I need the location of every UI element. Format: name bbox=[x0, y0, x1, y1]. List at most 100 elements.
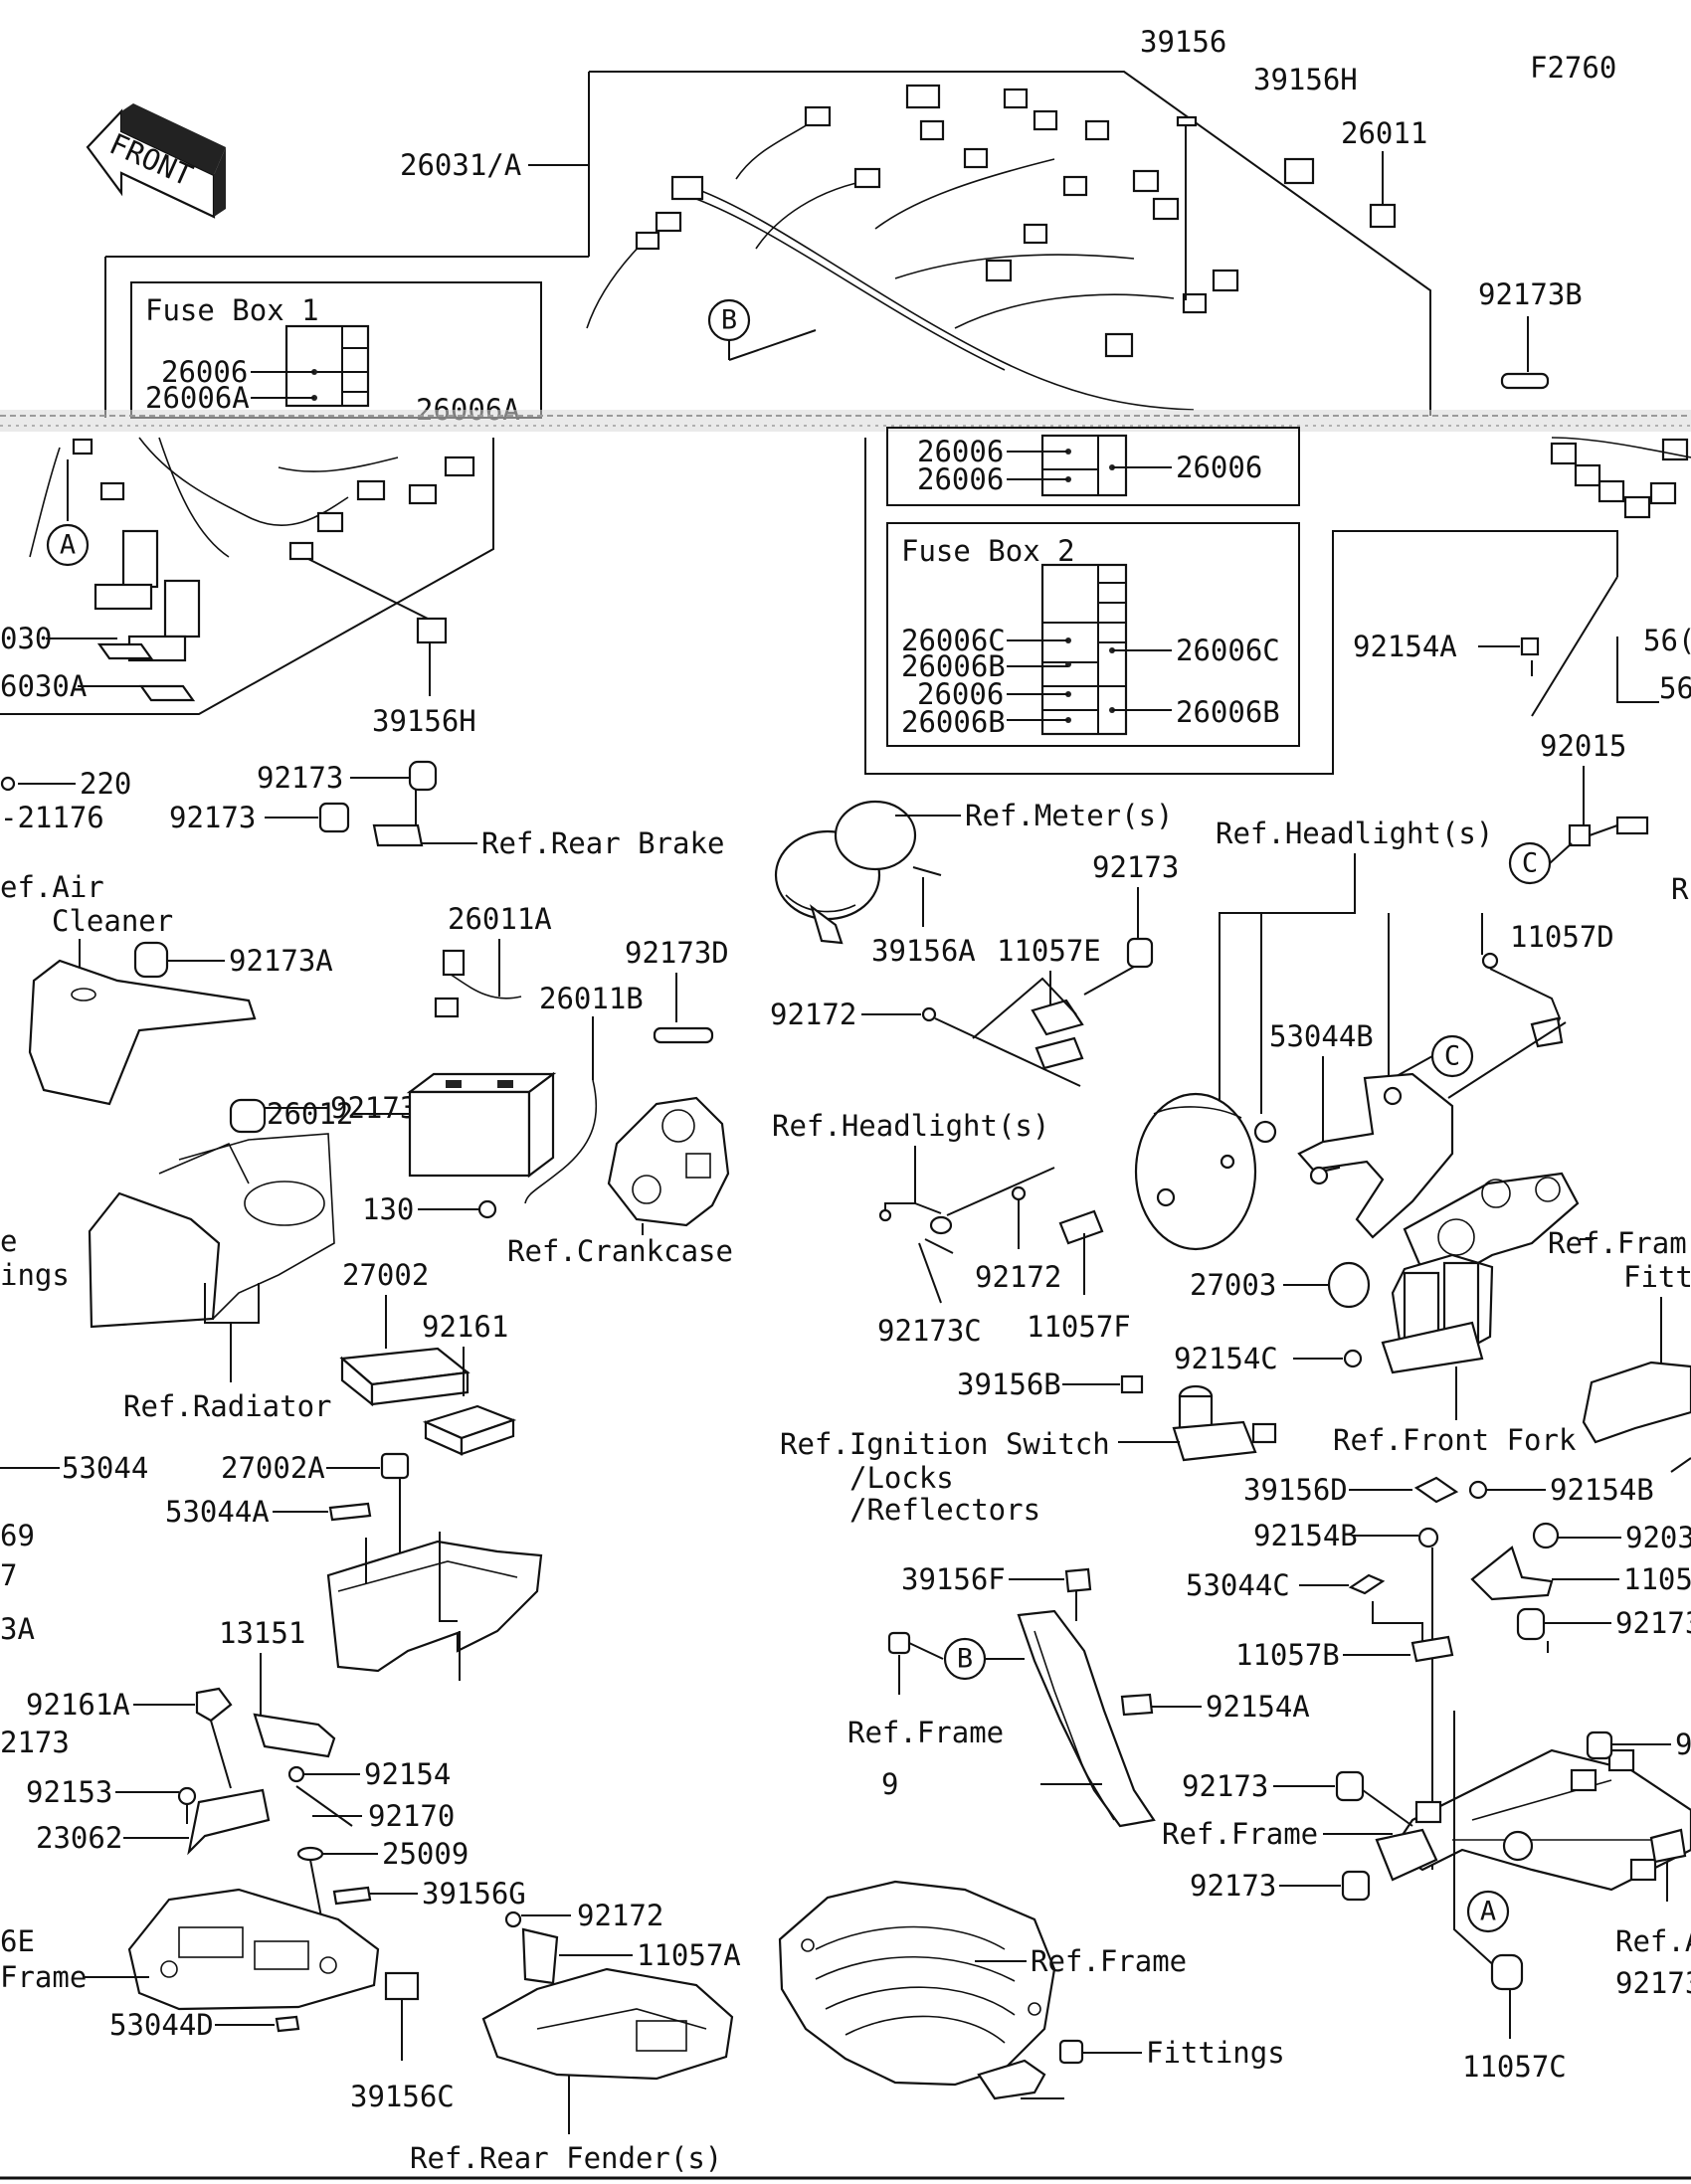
label-92173-right-1: 92173 bbox=[1615, 1606, 1691, 1640]
right-harness-connectors bbox=[1550, 437, 1691, 519]
fuse-box-1-title: Fuse Box 1 bbox=[145, 293, 319, 327]
fb2-label-26006: 26006 bbox=[917, 677, 1004, 711]
label-ref-frame-right: Ref.Frame bbox=[1162, 1817, 1318, 1851]
label-27003: 27003 bbox=[1190, 1268, 1276, 1302]
label-11057f: 11057F bbox=[1027, 1310, 1131, 1344]
marker-c-right-text: C bbox=[1522, 848, 1538, 879]
battery-case bbox=[326, 1538, 543, 1673]
label-39156h-left: 39156H bbox=[372, 704, 476, 738]
sub-harness-left bbox=[29, 437, 475, 702]
fb2-label-26006c-right: 26006C bbox=[1176, 634, 1280, 667]
air-cleaner-box bbox=[778, 1880, 1056, 2087]
label-92173c: 92173C bbox=[877, 1314, 982, 1348]
label-21176: -21176 bbox=[0, 801, 104, 834]
label-92015: 92015 bbox=[1540, 729, 1626, 763]
label-39156a: 39156A bbox=[871, 934, 976, 968]
mid-label-26006-c: 26006 bbox=[1176, 451, 1262, 484]
main-frame-lower-right bbox=[1375, 1748, 1691, 1892]
figure-code: F2760 bbox=[1530, 51, 1616, 85]
marker-a-upper-text: A bbox=[60, 530, 76, 561]
horn-27003 bbox=[1327, 1261, 1371, 1309]
label-reflectors: /Reflectors bbox=[849, 1493, 1040, 1527]
label-53044c: 53044C bbox=[1186, 1568, 1290, 1602]
fuse-box-mid-frame bbox=[886, 427, 1300, 506]
label-560: 56( bbox=[1643, 624, 1691, 657]
label-92173-rb-bot: 92173 bbox=[169, 801, 256, 834]
fb1-label-26006a: 26006A bbox=[145, 381, 250, 415]
wiring-harness bbox=[586, 84, 1239, 411]
label-27002: 27002 bbox=[342, 1258, 429, 1292]
label-ref-air: ef.Air bbox=[0, 870, 104, 904]
frame-downtube bbox=[1017, 1609, 1156, 1828]
fb2-label-26006b-2: 26006B bbox=[901, 705, 1006, 739]
label-ref-radiator: Ref.Radiator bbox=[123, 1389, 332, 1423]
label-92173b: 92173B bbox=[1478, 277, 1583, 311]
connector-39156h bbox=[1283, 157, 1315, 185]
label-39156g: 39156G bbox=[422, 1877, 526, 1911]
battery bbox=[406, 1071, 557, 1179]
label-53044a: 53044A bbox=[165, 1495, 270, 1529]
label-7: 7 bbox=[0, 1558, 17, 1592]
label-53044b: 53044B bbox=[1269, 1019, 1374, 1053]
front-arrow-icon: FRONT bbox=[86, 103, 226, 219]
label-130: 130 bbox=[362, 1192, 414, 1226]
fuse-box-1-grid bbox=[284, 324, 370, 408]
label-11057d: 11057D bbox=[1510, 920, 1614, 954]
relay-92161 bbox=[422, 1404, 517, 1456]
fb2-label-26006b: 26006B bbox=[901, 649, 1006, 683]
headlight-shell bbox=[1134, 1092, 1277, 1251]
label-cleaner: Cleaner bbox=[52, 904, 173, 938]
label-fitt: Fitt bbox=[1623, 1260, 1691, 1294]
label-ref-ignition-switch: Ref.Ignition Switch bbox=[780, 1427, 1110, 1461]
label-92173a-lower: 11057C bbox=[1462, 2050, 1567, 2084]
meter-housing bbox=[774, 800, 917, 945]
label-220: 220 bbox=[80, 767, 131, 801]
label-92173-rb-top: 92173 bbox=[257, 761, 343, 795]
lower-frame-tray bbox=[127, 1888, 380, 2011]
label-ref-rear-brake: Ref.Rear Brake bbox=[481, 826, 724, 860]
marker-b-upper-text: B bbox=[721, 305, 737, 336]
label-92172-lower2: 92172 bbox=[975, 1260, 1061, 1294]
label-92173-headlight: 92173 bbox=[1092, 850, 1179, 884]
label-92154a-lower: Ref.Frame bbox=[847, 1716, 1004, 1749]
label-6030a: 6030A bbox=[0, 669, 87, 703]
label-26011a: 26011A bbox=[448, 902, 552, 936]
scan-band bbox=[0, 410, 1691, 432]
fuse-box-2-frame bbox=[886, 522, 1300, 747]
label-ings: ings bbox=[0, 1258, 70, 1292]
label-locks: /Locks bbox=[849, 1461, 954, 1495]
marker-c-mid-text: C bbox=[1444, 1041, 1460, 1072]
label-39156: 39156 bbox=[1140, 25, 1226, 59]
rear-fender bbox=[481, 1967, 734, 2081]
label-92172-lower: 92172 bbox=[577, 1899, 663, 1932]
label-92170: 92170 bbox=[368, 1799, 455, 1833]
label-ref-air-cleaner: Ref.Frame bbox=[1031, 1944, 1187, 1978]
label-92173d: 92173D bbox=[625, 936, 729, 970]
label-39156d: 39156D bbox=[1243, 1473, 1348, 1507]
label-ref-meter: Ref.Meter(s) bbox=[965, 799, 1174, 832]
fuse-box-mid-grid bbox=[1040, 434, 1128, 497]
label-39156f-top: 39156F bbox=[901, 1562, 1006, 1596]
label-92153: 92153 bbox=[26, 1775, 112, 1809]
fuse-box-2-title: Fuse Box 2 bbox=[901, 534, 1075, 568]
label-92161a: 92161A bbox=[26, 1688, 130, 1722]
label-3a: 3A bbox=[0, 1612, 35, 1646]
label-9-right: 92173A bbox=[1675, 1728, 1691, 1761]
bracket-23062 bbox=[187, 1788, 271, 1856]
label-92154b-right: 92154B bbox=[1550, 1473, 1654, 1507]
label-92154c: 92154C bbox=[1174, 1342, 1278, 1375]
label-r: R bbox=[1671, 872, 1689, 906]
marker-a-lower-text: A bbox=[1480, 1897, 1496, 1927]
label-ref-rear-fender: Ref.Rear Fender(s) bbox=[410, 2141, 722, 2175]
radiator-mount bbox=[88, 1191, 221, 1329]
label-ref-headlight-upper: Ref.Headlight(s) bbox=[1216, 817, 1493, 850]
label-ref-headlight-lower: Ref.Headlight(s) bbox=[772, 1109, 1049, 1143]
label-92154-lower: 92154 bbox=[364, 1757, 451, 1791]
mid-label-26006-a: 26006 bbox=[917, 435, 1004, 468]
label-92161: 92161 bbox=[422, 1310, 508, 1344]
label-11057a: 11057A bbox=[637, 1938, 741, 1972]
air-cleaner-bracket bbox=[28, 959, 257, 1106]
ecu-27002 bbox=[339, 1347, 470, 1407]
fb2-label-26006b-right: 26006B bbox=[1176, 695, 1280, 729]
